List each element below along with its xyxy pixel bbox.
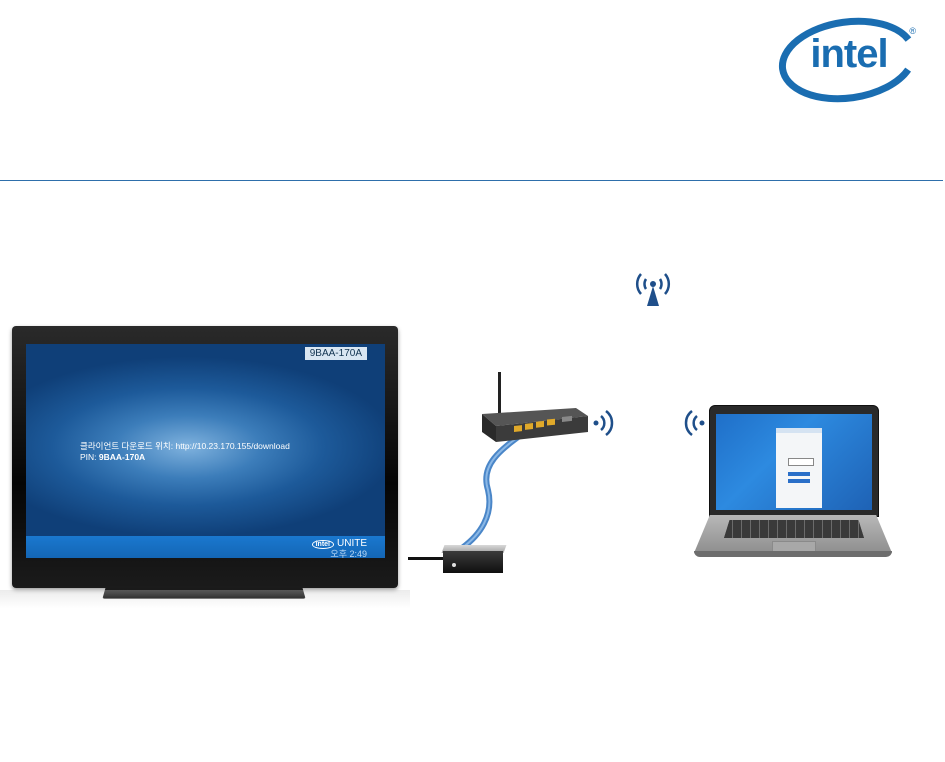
unite-hub-device xyxy=(441,545,507,575)
unite-label: UNITE xyxy=(337,538,367,549)
tv-clock: 오후 2:49 xyxy=(330,549,367,558)
hdmi-cable xyxy=(408,557,446,560)
pin-badge: 9BAA-170A xyxy=(304,347,367,360)
wifi-signal-icon xyxy=(684,410,705,436)
client-connect-button xyxy=(788,472,810,476)
tv-screen: 9BAA-170A 클라이언트 다운로드 위치: http://10.23.17… xyxy=(26,344,385,558)
download-instructions: 클라이언트 다운로드 위치: http://10.23.170.155/down… xyxy=(80,441,290,451)
router-antenna xyxy=(498,372,501,416)
ethernet-cable xyxy=(459,429,528,551)
tv-reflection xyxy=(0,590,410,608)
intel-logo-text: intel xyxy=(810,32,888,76)
client-secondary-button xyxy=(788,479,810,483)
laptop-lid xyxy=(709,405,879,517)
tv-display: 9BAA-170A 클라이언트 다운로드 위치: http://10.23.17… xyxy=(0,320,410,608)
client-pin-field xyxy=(788,458,814,466)
intel-logo: intel ® xyxy=(776,14,922,114)
wireless-router xyxy=(482,372,588,442)
pin-label: PIN: xyxy=(80,452,97,462)
hub-front xyxy=(443,551,503,573)
header-divider xyxy=(0,180,943,181)
intel-logo-reg-mark: ® xyxy=(909,26,916,36)
hub-led xyxy=(452,563,456,567)
laptop-keyboard xyxy=(724,520,864,538)
client-titlebar xyxy=(776,428,822,433)
unite-client-window xyxy=(776,428,822,508)
pin-value: 9BAA-170A xyxy=(98,452,146,462)
broadcast-antenna-icon xyxy=(636,273,670,306)
laptop-screen xyxy=(716,414,872,510)
intel-mini-logo: intel xyxy=(311,540,334,549)
pin-line: PIN: 9BAA-170A xyxy=(80,452,145,463)
wifi-signal-icon xyxy=(593,410,614,436)
laptop xyxy=(694,405,894,565)
laptop-front-edge xyxy=(694,551,892,557)
